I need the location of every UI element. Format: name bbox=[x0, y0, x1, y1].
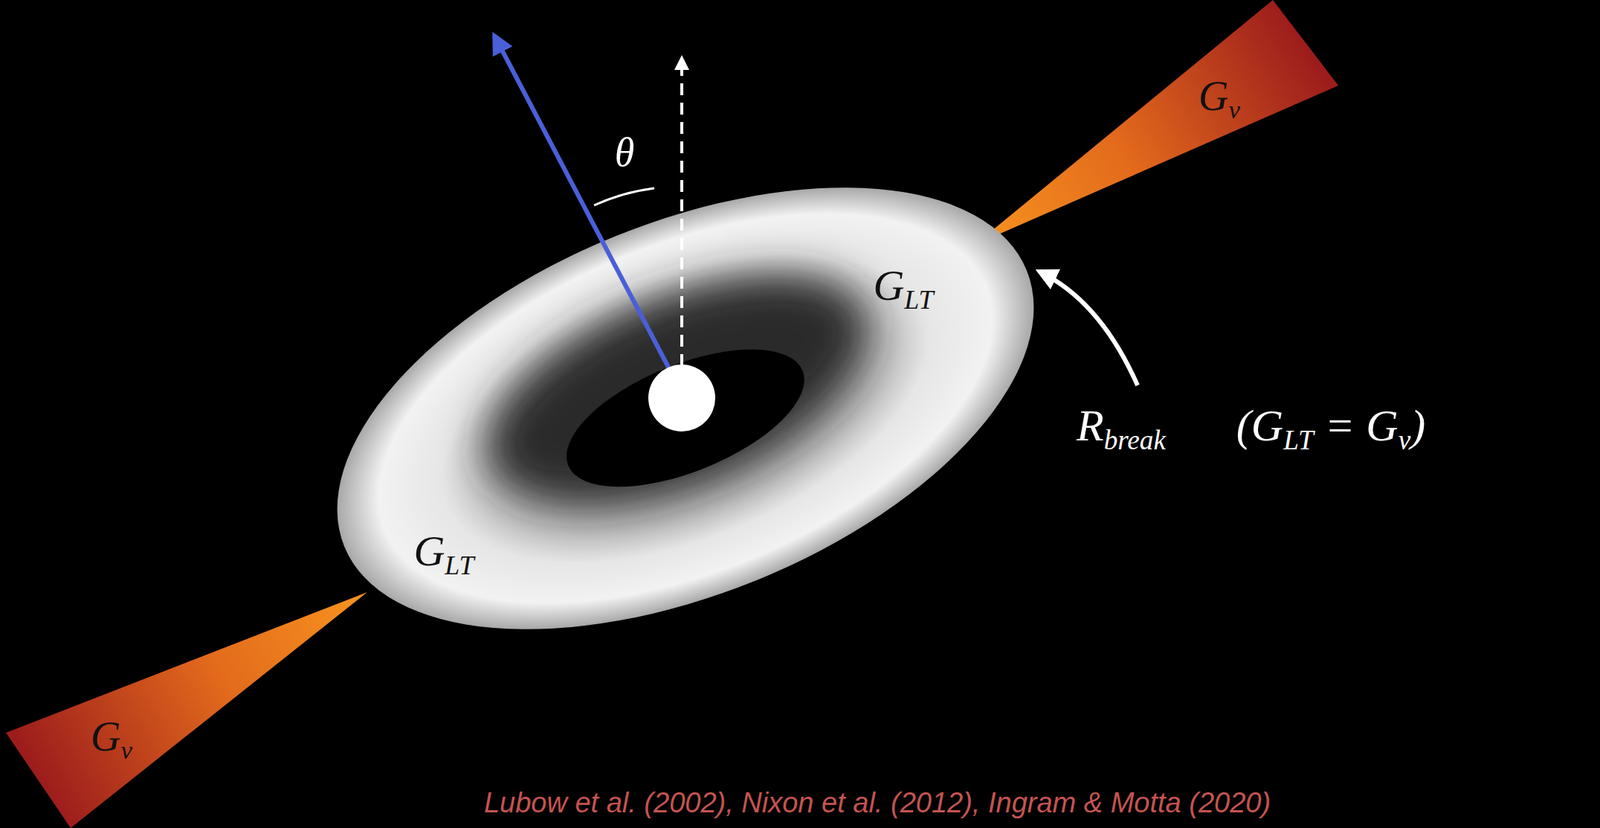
torus-body bbox=[274, 98, 1096, 719]
inner-torus-label: GLT bbox=[413, 527, 474, 575]
angle-label: θ bbox=[614, 130, 635, 175]
outer-disk-bottom bbox=[5, 591, 368, 828]
reference-axis bbox=[680, 57, 684, 366]
break-condition: (GLT = Gν) bbox=[1236, 400, 1426, 450]
outer-disk-label: Gν bbox=[1198, 73, 1241, 120]
torus-shadow bbox=[457, 229, 897, 546]
spin-axis bbox=[494, 35, 673, 376]
inner-torus-label: GLT bbox=[872, 261, 934, 310]
angle-arc bbox=[594, 188, 655, 206]
outer-disk-top bbox=[974, 0, 1339, 245]
torus-hole bbox=[547, 321, 823, 516]
pointer-arrow bbox=[1039, 271, 1138, 386]
citation: Lubow et al. (2002), Nixon et al. (2012)… bbox=[484, 787, 1271, 819]
break-radius-label: Rbreak bbox=[1076, 400, 1166, 450]
black-hole bbox=[648, 364, 716, 432]
inner-torus bbox=[274, 98, 1096, 719]
outer-disk-label: Gν bbox=[90, 713, 133, 760]
